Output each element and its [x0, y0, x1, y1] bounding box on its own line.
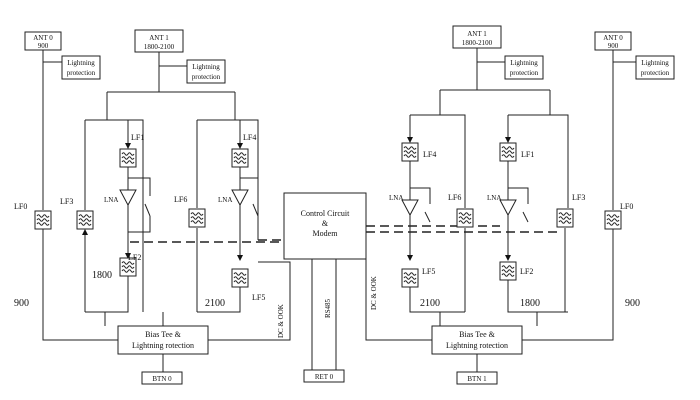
svg-text:LF6: LF6: [448, 193, 461, 202]
svg-text:Lightning: Lightning: [510, 59, 538, 67]
svg-text:Lightning rotection: Lightning rotection: [446, 341, 508, 350]
svg-text:LF3: LF3: [60, 197, 73, 206]
svg-text:ANT 1: ANT 1: [467, 30, 487, 38]
svg-text:1800-2100: 1800-2100: [462, 39, 493, 47]
dc-ook-right: DC & OOK: [370, 276, 378, 310]
svg-text:LF5: LF5: [252, 293, 265, 302]
svg-text:LF3: LF3: [572, 193, 585, 202]
svg-text:protection: protection: [67, 69, 96, 77]
bias-tee-right: [431, 325, 523, 355]
lf0-right-filter: [604, 210, 622, 230]
lf1-right-filter: [499, 142, 517, 162]
lf0-left-filter: [34, 210, 52, 230]
lf4-right-filter: [401, 142, 419, 162]
lf3-left-filter: [76, 210, 94, 230]
lightning-protection-3: [504, 55, 544, 80]
svg-text:ANT 0: ANT 0: [603, 34, 623, 42]
btn0-port: [141, 371, 183, 385]
svg-text:LF5: LF5: [422, 267, 435, 276]
svg-text:LF0: LF0: [620, 202, 633, 211]
lightning-protection-4: [635, 55, 675, 80]
lna-right-1800: [499, 199, 517, 217]
svg-text:1800-2100: 1800-2100: [144, 43, 175, 51]
antenna-0-left-label: ANT 0: [33, 34, 53, 42]
svg-text:BTN 0: BTN 0: [152, 375, 172, 383]
svg-text:&: &: [322, 219, 329, 228]
svg-text:Lightning: Lightning: [641, 59, 669, 67]
svg-text:LNA: LNA: [389, 194, 403, 202]
lf6-right-filter: [456, 208, 474, 228]
svg-text:Bias Tee &: Bias Tee &: [459, 330, 496, 339]
lna-left-1800: [119, 189, 137, 207]
btn1-port: [456, 371, 498, 385]
lightning-protection-2: [186, 59, 226, 84]
band-1800-left: 1800: [92, 270, 112, 281]
lf5-right-filter: [401, 268, 419, 288]
svg-text:BTN 1: BTN 1: [467, 375, 487, 383]
band-2100-left: 2100: [205, 298, 225, 309]
svg-text:LNA: LNA: [218, 196, 232, 204]
svg-text:LF4: LF4: [423, 150, 436, 159]
svg-text:Control Circuit: Control Circuit: [301, 209, 350, 218]
svg-text:protection: protection: [510, 69, 539, 77]
rs485-label: RS485: [324, 298, 332, 318]
band-2100-right: 2100: [420, 298, 440, 309]
svg-text:protection: protection: [192, 73, 221, 81]
svg-text:LF2: LF2: [520, 267, 533, 276]
dc-ook-left: DC & OOK: [277, 304, 285, 338]
svg-text:900: 900: [608, 42, 619, 50]
band-900-left: 900: [14, 298, 29, 309]
svg-text:LF2: LF2: [128, 253, 141, 262]
band-1800-right: 1800: [520, 298, 540, 309]
band-900-right: 900: [625, 298, 640, 309]
svg-text:Modem: Modem: [313, 229, 339, 238]
svg-text:LF6: LF6: [174, 195, 187, 204]
lf3-right-filter: [556, 208, 574, 228]
svg-text:Lightning rotection: Lightning rotection: [132, 341, 194, 350]
lf6-left-filter: [188, 208, 206, 228]
antenna-0-left-band: 900: [38, 42, 49, 50]
lf4-left-filter: [231, 148, 249, 168]
svg-text:protection: protection: [641, 69, 670, 77]
lna-right-2100: [401, 199, 419, 217]
lightning-protection-1: [61, 55, 101, 80]
svg-text:RET 0: RET 0: [315, 373, 334, 381]
bias-tee-left: [117, 325, 209, 355]
lf5-left-filter: [231, 268, 249, 288]
lna-left-2100: [231, 189, 249, 207]
lf1-left-filter: [119, 148, 137, 168]
svg-text:LF0: LF0: [14, 202, 27, 211]
svg-text:LF4: LF4: [243, 133, 256, 142]
svg-text:Lightning: Lightning: [192, 63, 220, 71]
svg-text:ANT 1: ANT 1: [149, 34, 169, 42]
svg-text:Bias Tee &: Bias Tee &: [145, 330, 182, 339]
svg-text:LF1: LF1: [131, 133, 144, 142]
svg-text:LNA: LNA: [104, 196, 118, 204]
svg-text:Lightning: Lightning: [67, 59, 95, 67]
ret0-port: [303, 369, 345, 383]
svg-text:LNA: LNA: [487, 194, 501, 202]
svg-text:LF1: LF1: [521, 150, 534, 159]
lf2-right-filter: [499, 261, 517, 281]
